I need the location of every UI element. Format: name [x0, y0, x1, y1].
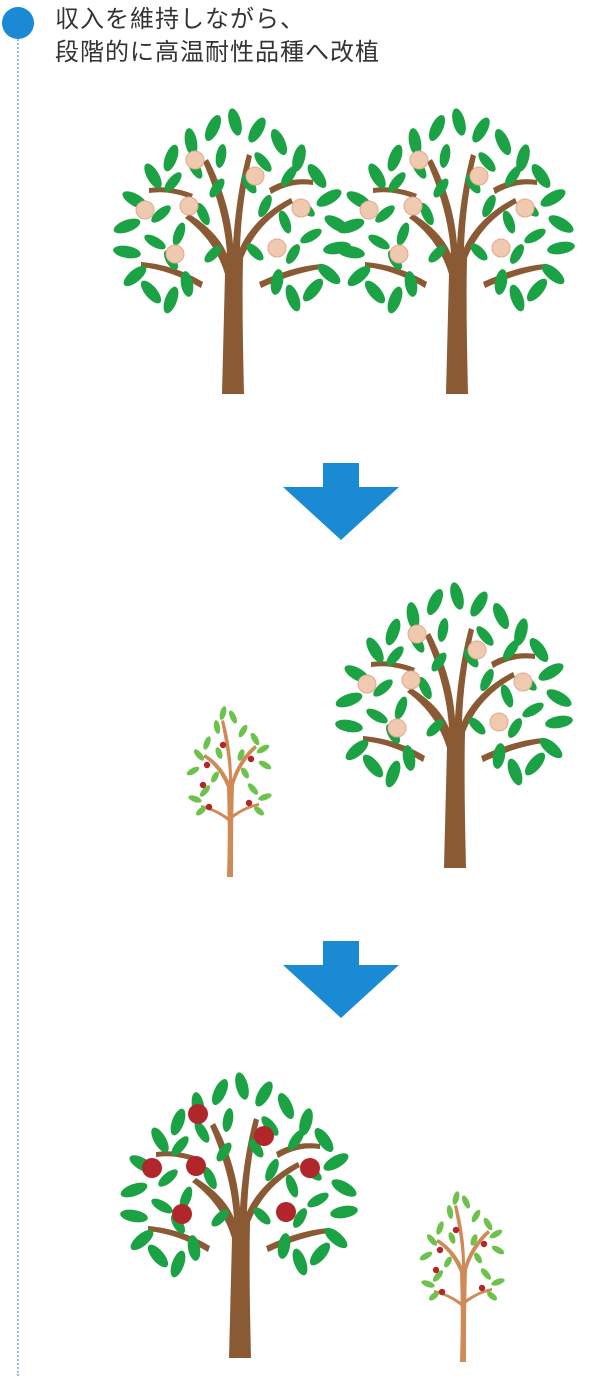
apple-tree-icon	[118, 1070, 360, 1358]
heading-line-2: 段階的に高温耐性品種へ改植	[55, 38, 380, 66]
step-heading: 収入を維持しながら、 段階的に高温耐性品種へ改植	[55, 3, 595, 69]
peach-tree-icon	[111, 106, 353, 394]
arrow-down-icon	[283, 463, 399, 540]
arrow-down-icon	[283, 941, 399, 1018]
timeline-dotted-line	[17, 36, 19, 1376]
peach-tree-icon	[335, 106, 577, 394]
apple-sapling-icon	[185, 705, 273, 877]
apple-sapling-icon	[418, 1190, 506, 1362]
timeline-bullet	[2, 7, 34, 39]
heading-line-1: 収入を維持しながら、	[55, 5, 305, 33]
peach-tree-icon	[333, 580, 575, 868]
